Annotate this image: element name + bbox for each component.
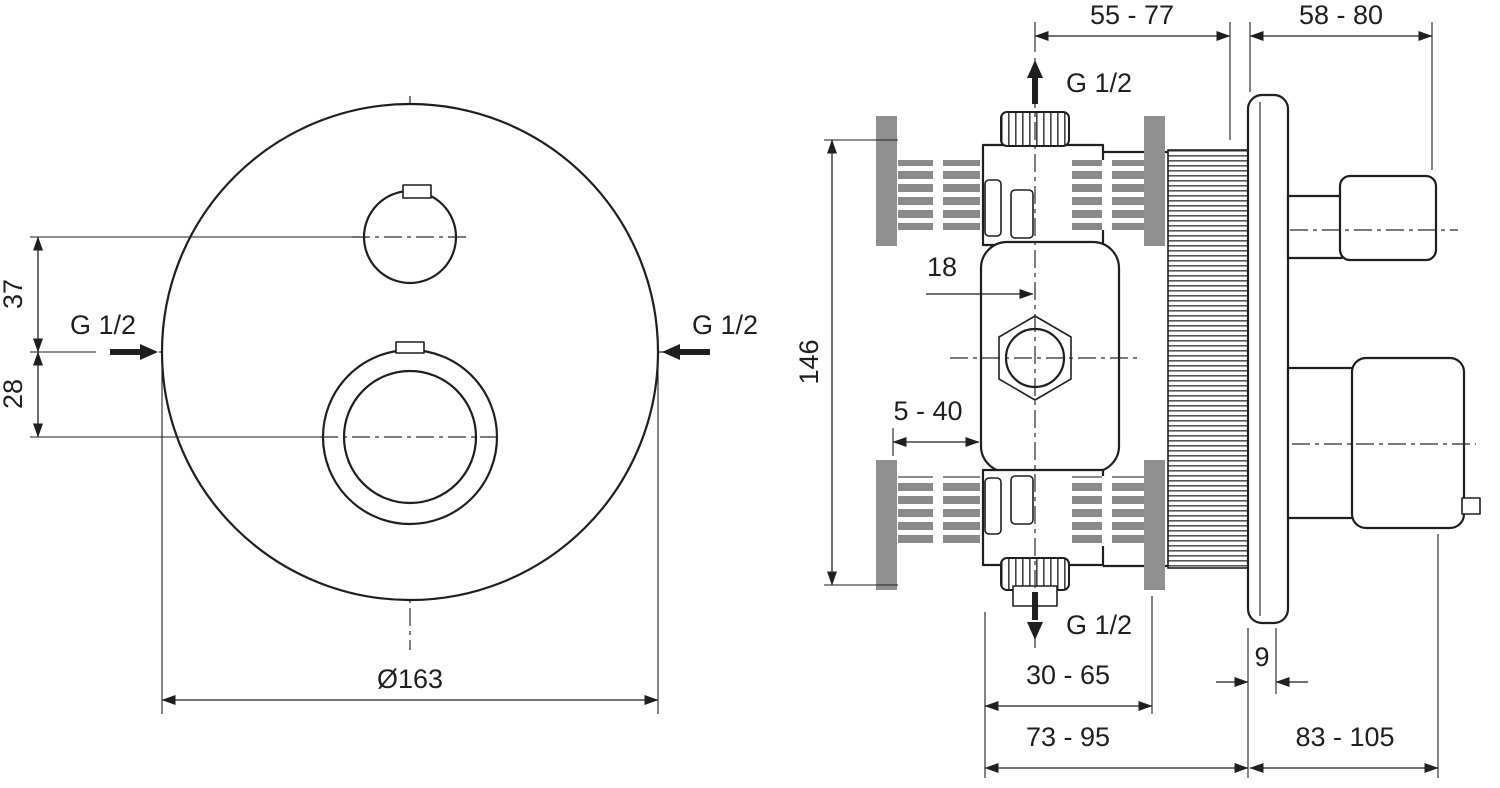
outlet-bottom: G 1/2 [1027, 592, 1132, 640]
dim-label-73-95: 73 - 95 [1026, 722, 1110, 752]
dim-37-28: 37 28 [0, 236, 368, 438]
dim-diameter: Ø163 [161, 368, 659, 714]
dim-label-55-77: 55 - 77 [1090, 0, 1174, 30]
outlet-top-arrow-icon [1027, 60, 1043, 78]
inlet-right: G 1/2 [662, 310, 758, 360]
bracket-bar-top-left [876, 116, 897, 246]
top-fitting-left [984, 179, 1002, 237]
outlet-top: G 1/2 [1027, 60, 1132, 104]
dim-55-77: 55 - 77 [1034, 0, 1231, 140]
dim-83-105: 83 - 105 [1249, 534, 1439, 778]
inlet-right-arrow-icon [662, 344, 680, 360]
outlet-top-label: G 1/2 [1066, 68, 1132, 98]
diverter-stem [1286, 194, 1344, 260]
dim-label-18: 18 [927, 252, 957, 282]
temperature-stem [1286, 366, 1356, 520]
dim-label-83-105: 83 - 105 [1295, 722, 1394, 752]
dim-18: 18 [926, 252, 1034, 299]
outlet-bottom-label: G 1/2 [1066, 610, 1132, 640]
bottom-fitting-left [984, 477, 1002, 535]
bottom-fitting-right [1010, 475, 1034, 525]
dim-58-80: 58 - 80 [1249, 0, 1433, 170]
side-view: G 1/2 G 1/2 55 - 77 58 - 80 146 [794, 0, 1481, 778]
dim-label-diameter: Ø163 [377, 664, 443, 694]
inlet-left: G 1/2 [70, 310, 158, 360]
dim-label-37: 37 [0, 279, 28, 309]
bracket-gap [1102, 160, 1112, 230]
dim-9: 9 [1216, 628, 1308, 778]
dim-label-28: 28 [0, 379, 28, 409]
escutcheon-plate [1246, 93, 1290, 625]
dim-146: 146 [794, 139, 898, 586]
threaded-sleeve [1167, 149, 1249, 569]
bracket-bar-bottom-right [1144, 460, 1165, 590]
outlet-bottom-arrow-icon [1027, 622, 1043, 640]
temperature-handle-button [1461, 497, 1481, 515]
bracket-gap [933, 476, 943, 546]
inlet-left-label: G 1/2 [70, 310, 136, 340]
diverter-handle [1338, 174, 1438, 262]
dim-label-146: 146 [794, 339, 824, 384]
bracket-gap [1102, 476, 1112, 546]
dim-73-95: 73 - 95 [984, 722, 1249, 773]
dim-label-9: 9 [1254, 642, 1269, 672]
dim-30-65: 30 - 65 [984, 596, 1153, 778]
dim-label-58-80: 58 - 80 [1299, 0, 1383, 30]
dim-5-40: 5 - 40 [892, 396, 980, 456]
inlet-left-arrow-icon [140, 344, 158, 360]
temperature-handle [1350, 356, 1466, 530]
inlet-right-label: G 1/2 [692, 310, 758, 340]
bracket-bar-bottom-left [876, 460, 897, 590]
bracket-gap [933, 160, 943, 230]
diverter-knob-notch [402, 184, 432, 199]
temperature-knob-tab [395, 341, 425, 354]
top-fitting-right [1010, 189, 1034, 239]
front-view: 37 28 G 1/2 G 1/2 Ø163 [0, 96, 758, 714]
bracket-bar-top-right [1144, 116, 1165, 246]
dim-label-30-65: 30 - 65 [1026, 660, 1110, 690]
dim-label-5-40: 5 - 40 [893, 396, 962, 426]
